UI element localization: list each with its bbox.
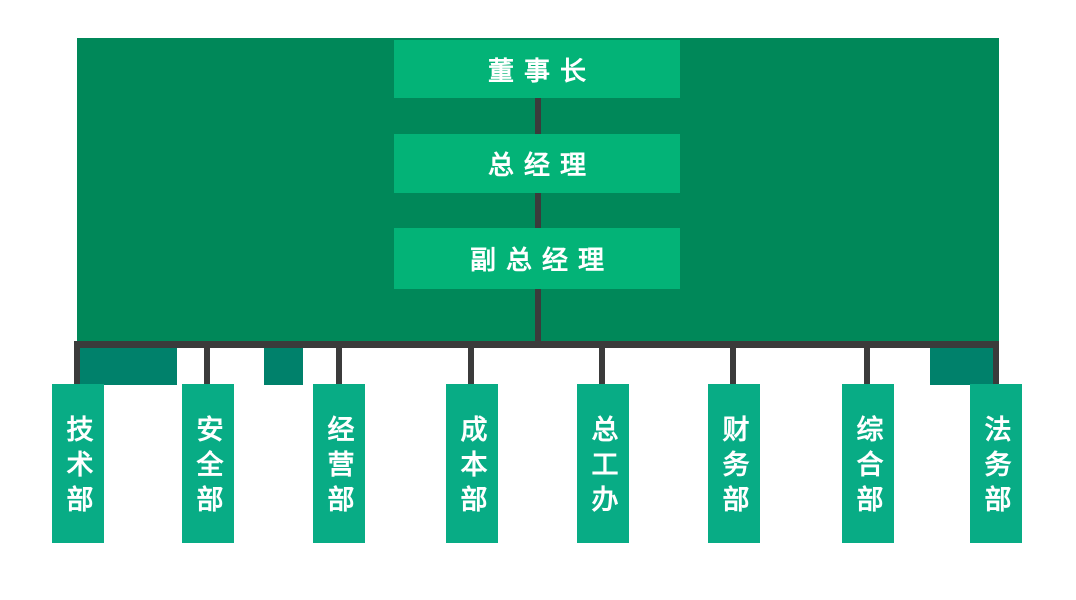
node-deputy-general-manager: 副总经理: [394, 228, 680, 289]
node-deputy-general-manager-label: 副总经理: [469, 245, 614, 275]
node-dept-safety: 安全部: [182, 384, 234, 543]
node-dept-legal-label: 法务部: [980, 415, 1011, 520]
panel-accent-tab-left: [80, 348, 177, 385]
node-dept-tech-label: 技术部: [62, 415, 93, 520]
panel-accent-tab-right: [930, 348, 993, 385]
connector-gm-to-deputy: [535, 193, 541, 228]
node-dept-chief-engineer-office-label: 总工办: [587, 415, 618, 520]
connector-drop-tech: [74, 344, 80, 388]
node-chairman: 董事长: [394, 40, 680, 98]
connector-deputy-to-bus: [535, 289, 541, 345]
node-dept-cost-label: 成本部: [456, 415, 487, 520]
node-dept-safety-label: 安全部: [192, 415, 223, 520]
connector-drop-cost: [468, 344, 474, 388]
connector-drop-legal: [993, 344, 999, 388]
node-dept-finance-label: 财务部: [718, 415, 749, 520]
panel-accent-tab-middle: [264, 348, 303, 385]
node-dept-cost: 成本部: [446, 384, 498, 543]
node-dept-general-affairs-label: 综合部: [852, 415, 883, 520]
node-chairman-label: 董事长: [487, 55, 596, 86]
node-dept-chief-engineer-office: 总工办: [577, 384, 629, 543]
connector-drop-operations: [336, 344, 342, 388]
node-dept-finance: 财务部: [708, 384, 760, 543]
connector-bus-line: [74, 341, 999, 348]
connector-chairman-to-gm: [535, 98, 541, 134]
node-dept-legal: 法务部: [970, 384, 1022, 543]
node-dept-tech: 技术部: [52, 384, 104, 543]
node-dept-operations: 经营部: [313, 384, 365, 543]
connector-drop-finance: [730, 344, 736, 388]
connector-drop-general-affairs: [864, 344, 870, 388]
node-general-manager: 总经理: [394, 134, 680, 193]
node-dept-general-affairs: 综合部: [842, 384, 894, 543]
connector-drop-chief-engineer: [599, 344, 605, 388]
node-dept-operations-label: 经营部: [323, 415, 354, 520]
node-general-manager-label: 总经理: [487, 150, 596, 180]
connector-drop-safety: [204, 344, 210, 388]
